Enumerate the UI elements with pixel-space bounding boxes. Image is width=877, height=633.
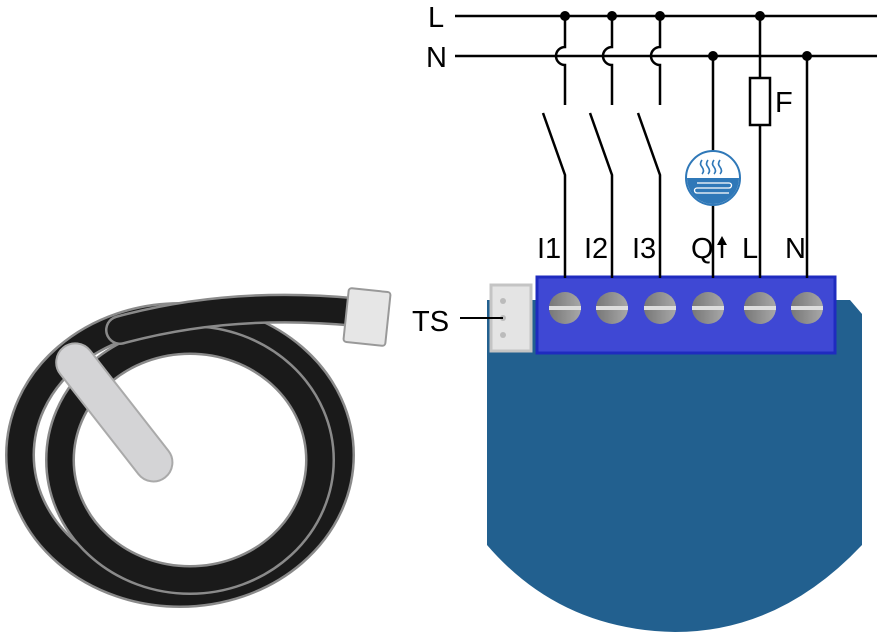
terminal-label-i3: I3 <box>632 233 656 265</box>
fuse <box>748 76 772 127</box>
screw-slot <box>644 306 676 310</box>
ts-label: TS <box>412 306 449 338</box>
sensor-plug <box>342 287 392 347</box>
floor-heating-icon <box>685 150 741 206</box>
screw-slot <box>692 306 724 310</box>
fuse-label: F <box>775 87 793 119</box>
screw-slot <box>549 306 581 310</box>
temperature-sensor <box>5 287 392 608</box>
mains-line-label: L <box>428 2 444 34</box>
module-body <box>487 300 862 632</box>
terminal-label-l: L <box>742 233 758 265</box>
screw-slot <box>791 306 823 310</box>
terminal-block <box>535 275 837 355</box>
sensor-probe <box>55 342 174 483</box>
arrow-up-icon <box>717 236 727 258</box>
screw-slot <box>596 306 628 310</box>
terminal-label-q: Q <box>691 233 714 265</box>
terminal-label-i2: I2 <box>584 233 608 265</box>
terminal-label-i1: I1 <box>537 233 561 265</box>
terminal-label-n: N <box>785 233 806 265</box>
screw-slot <box>744 306 776 310</box>
mains-neutral-label: N <box>426 42 447 74</box>
